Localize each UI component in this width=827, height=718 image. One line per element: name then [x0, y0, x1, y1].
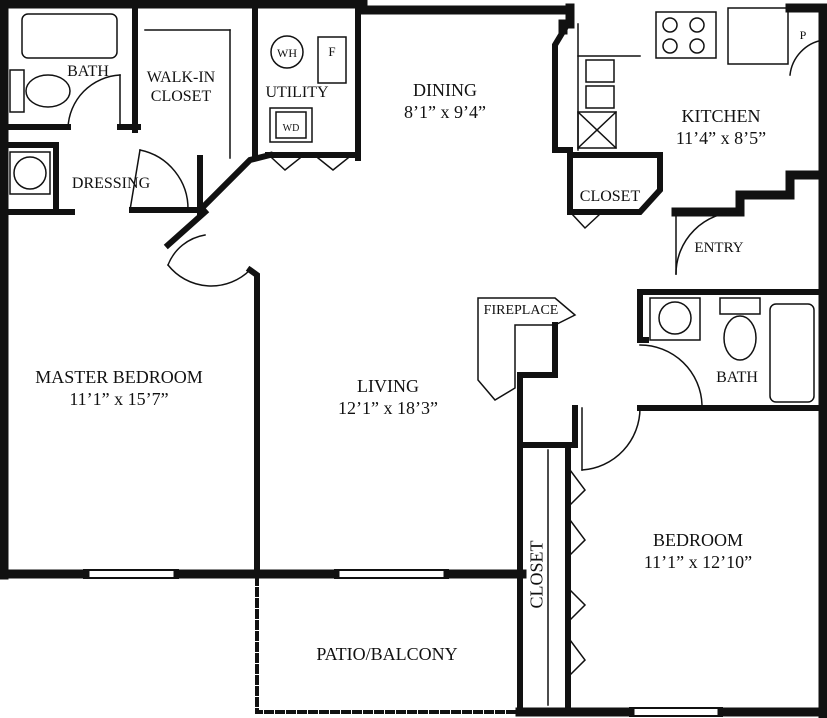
- master-bath-label: BATH: [67, 63, 109, 80]
- kitchen-name: KITCHEN: [681, 106, 761, 126]
- patio-outline: [255, 576, 522, 714]
- walk-in-closet-line2: CLOSET: [150, 88, 212, 105]
- living-name: LIVING: [357, 376, 419, 396]
- living-dims: 12’1” x 18’3”: [338, 398, 438, 418]
- master-bedroom-dims: 11’1” x 15’7”: [69, 389, 169, 409]
- bedroom-dims: 11’1” x 12’10”: [643, 552, 753, 572]
- interior-walls: [3, 3, 826, 708]
- master-bedroom-name: MASTER BEDROOM: [35, 367, 203, 387]
- thin-lines: [21, 7, 815, 706]
- utility-label: UTILITY: [265, 84, 329, 101]
- door-swings: [67, 39, 824, 471]
- dining-label: DINING 8’1” x 9’4”: [404, 79, 486, 123]
- fixtures: [9, 17, 761, 361]
- windows: [83, 569, 723, 717]
- dining-name: DINING: [413, 80, 477, 100]
- pantry-label: P: [799, 28, 807, 42]
- walk-in-closet-line1: WALK-IN: [146, 69, 216, 86]
- entry-label: ENTRY: [694, 240, 744, 256]
- living-label: LIVING 12’1” x 18’3”: [338, 375, 438, 419]
- kitchen-dims: 11’4” x 8’5”: [675, 128, 767, 148]
- fireplace-label: FIREPLACE: [483, 303, 559, 318]
- dressing-label: DRESSING: [71, 175, 151, 192]
- water-heater-label: WH: [277, 46, 297, 60]
- kitchen-closet-label: CLOSET: [579, 188, 641, 205]
- kitchen-label: KITCHEN 11’4” x 8’5”: [676, 105, 766, 149]
- bedroom-closet-label: CLOSET: [526, 540, 547, 609]
- washer-dryer-label: WD: [282, 123, 300, 134]
- patio-label: PATIO/BALCONY: [316, 644, 458, 664]
- walk-in-closet-label: WALK-IN CLOSET: [147, 68, 215, 106]
- master-bedroom-label: MASTER BEDROOM 11’1” x 15’7”: [35, 366, 203, 410]
- bedroom-label: BEDROOM 11’1” x 12’10”: [644, 529, 752, 573]
- bath-label: BATH: [716, 369, 758, 386]
- bedroom-name: BEDROOM: [652, 530, 743, 550]
- dining-dims: 8’1” x 9’4”: [404, 102, 486, 122]
- furnace-label: F: [328, 44, 336, 59]
